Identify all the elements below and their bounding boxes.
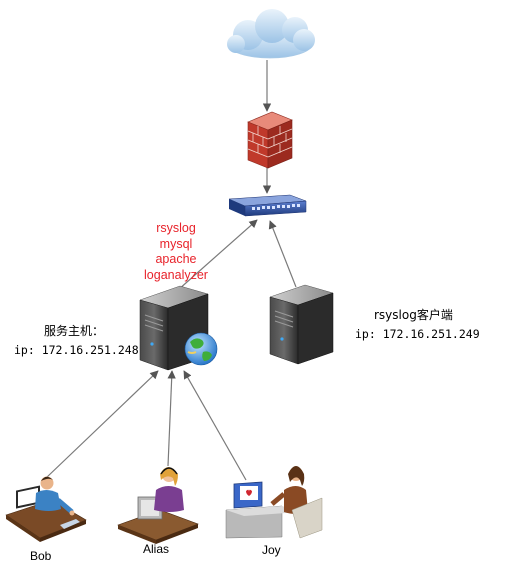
client-to-switch-line [268,220,297,288]
service-apache: apache [155,252,197,266]
user-alias-label: Alias [143,542,170,556]
joy-to-server-line [183,370,247,481]
server-to-switch-line [177,219,258,291]
connector-lines [45,60,297,481]
server-host-label: 服务主机： [44,324,105,338]
service-rsyslog: rsyslog [156,221,196,235]
server-host-ip: ip: 172.16.251.248 [14,343,139,357]
client-host-ip: ip: 172.16.251.249 [355,327,480,341]
client-server-icon [269,284,334,365]
server-icon [139,285,209,371]
person-at-computer-icon [225,466,323,539]
cloud-icon [227,9,315,59]
globe-icon [184,332,218,366]
person-at-desk-icon [5,476,87,542]
user-joy-label: Joy [262,543,281,557]
bob-to-server-line [45,370,159,479]
firewall-icon [247,111,293,169]
service-mysql: mysql [159,236,193,251]
client-host-label: rsyslog客户端 [374,308,453,322]
network-switch-icon [228,194,307,217]
services-list: rsyslog mysql apache loganalyzer [140,221,212,283]
alias-to-server-line [167,370,176,467]
person-with-headset-icon [117,467,199,544]
user-bob-label: Bob [30,549,52,563]
service-loganalyzer: loganalyzer [144,267,208,282]
